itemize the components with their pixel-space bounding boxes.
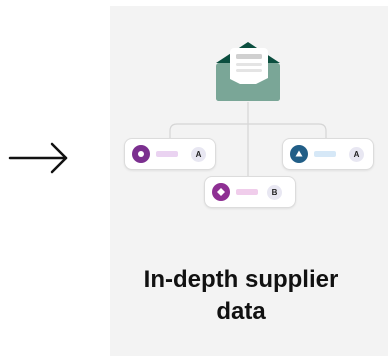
feature-title: In-depth supplier data (110, 264, 372, 328)
feature-title-line-2: data (216, 298, 266, 325)
connector-lines (169, 102, 327, 176)
placeholder-bar (314, 151, 336, 157)
feature-title-line-1: In-depth supplier (143, 266, 339, 293)
supplier-tree-diagram (169, 42, 327, 176)
node-right: A (282, 138, 374, 170)
triangle-icon (290, 145, 308, 163)
right-arrow-icon (8, 142, 68, 174)
feature-card: A A B In-depth supplier data (110, 6, 388, 356)
badge: A (191, 147, 206, 162)
open-envelope-icon (216, 42, 280, 101)
diamond-icon (212, 183, 230, 201)
placeholder-bar (156, 151, 178, 157)
placeholder-bar (236, 189, 258, 195)
circle-icon (132, 145, 150, 163)
badge: A (349, 147, 364, 162)
node-left: A (124, 138, 216, 170)
node-bottom: B (204, 176, 296, 208)
badge: B (267, 185, 282, 200)
